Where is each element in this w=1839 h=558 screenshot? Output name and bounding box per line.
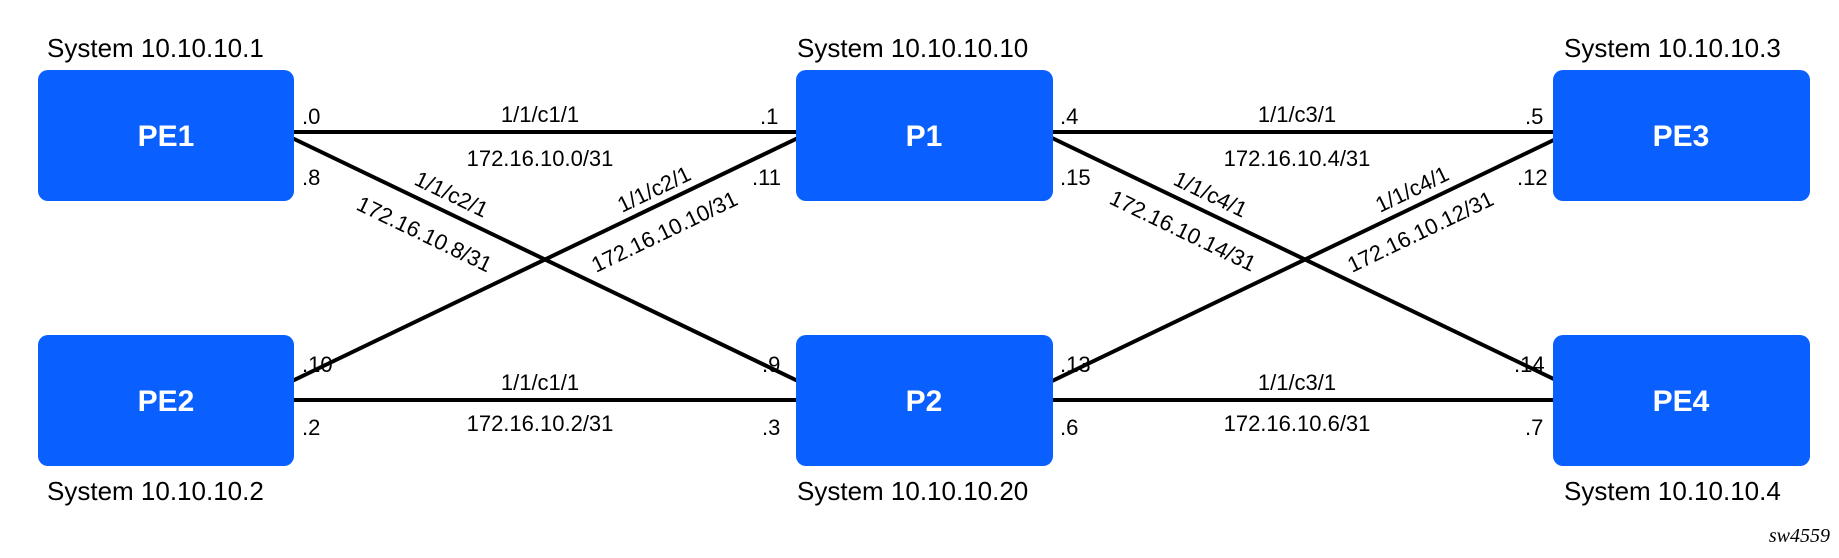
- node-pe1-box: [38, 70, 294, 201]
- node-pe4-box: [1553, 335, 1810, 466]
- node-p1[interactable]: P1: [796, 70, 1053, 201]
- system-label-pe1: System 10.10.10.1: [47, 33, 264, 63]
- link-p2-pe4-end-b: .7: [1525, 415, 1543, 440]
- node-pe3-box: [1553, 70, 1810, 201]
- link-pe1-p1-end-a: .0: [302, 104, 320, 129]
- node-pe3[interactable]: PE3: [1553, 70, 1810, 201]
- node-pe4[interactable]: PE4: [1553, 335, 1810, 466]
- link-pe2-p1-subnet: 172.16.10.10/31: [587, 186, 741, 277]
- link-p1-pe4-end-b: .14: [1514, 352, 1545, 377]
- link-p2-pe3-end-b: .12: [1517, 165, 1548, 190]
- link-p1-pe4-end-a: .15: [1060, 165, 1091, 190]
- link-pe1-p1-port: 1/1/c1/1: [501, 102, 579, 127]
- node-p2-label: P2: [906, 385, 943, 418]
- node-pe2-label: PE2: [138, 385, 195, 418]
- link-p2-pe4-end-a: .6: [1060, 415, 1078, 440]
- system-label-pe3: System 10.10.10.3: [1564, 33, 1781, 63]
- link-pe1-p1-subnet: 172.16.10.0/31: [467, 146, 614, 171]
- system-label-p2: System 10.10.10.20: [797, 476, 1028, 506]
- node-pe1-label: PE1: [138, 120, 195, 153]
- link-pe2-p1-end-b: .11: [752, 165, 781, 190]
- link-pe2-p1: [289, 135, 801, 384]
- node-pe2[interactable]: PE2: [38, 335, 294, 466]
- link-p2-pe4-port: 1/1/c3/1: [1258, 370, 1336, 395]
- link-pe2-p2-subnet: 172.16.10.2/31: [467, 411, 614, 436]
- system-label-pe4: System 10.10.10.4: [1564, 476, 1781, 506]
- node-p1-label: P1: [906, 120, 943, 153]
- link-p2-pe3: [1049, 135, 1561, 384]
- node-pe4-label: PE4: [1653, 385, 1710, 418]
- link-pe1-p1-end-b: .1: [760, 104, 778, 129]
- link-p2-pe3-end-a: .13: [1060, 352, 1091, 377]
- system-label-pe2: System 10.10.10.2: [47, 476, 264, 506]
- link-pe1-p2-end-b: .9: [762, 352, 780, 377]
- link-pe2-p2-end-b: .3: [762, 415, 780, 440]
- link-p1-pe3-port: 1/1/c3/1: [1258, 102, 1336, 127]
- node-p1-box: [796, 70, 1053, 201]
- link-p1-pe3-subnet: 172.16.10.4/31: [1224, 146, 1371, 171]
- link-p1-pe3-end-b: .5: [1525, 104, 1543, 129]
- figure-id: sw4559: [1769, 525, 1830, 547]
- node-pe3-label: PE3: [1653, 120, 1710, 153]
- node-p2[interactable]: P2: [796, 335, 1053, 466]
- link-pe2-p2-port: 1/1/c1/1: [501, 370, 579, 395]
- node-pe1[interactable]: PE1: [38, 70, 294, 201]
- link-p1-pe3-end-a: .4: [1060, 104, 1078, 129]
- link-p2-pe4-subnet: 172.16.10.6/31: [1224, 411, 1371, 436]
- link-pe1-p2-end-a: .8: [302, 165, 320, 190]
- system-label-p1: System 10.10.10.10: [797, 33, 1028, 63]
- node-pe2-box: [38, 335, 294, 466]
- link-pe2-p2-end-a: .2: [302, 415, 320, 440]
- node-p2-box: [796, 335, 1053, 466]
- link-pe2-p1-end-a: .10: [302, 352, 333, 377]
